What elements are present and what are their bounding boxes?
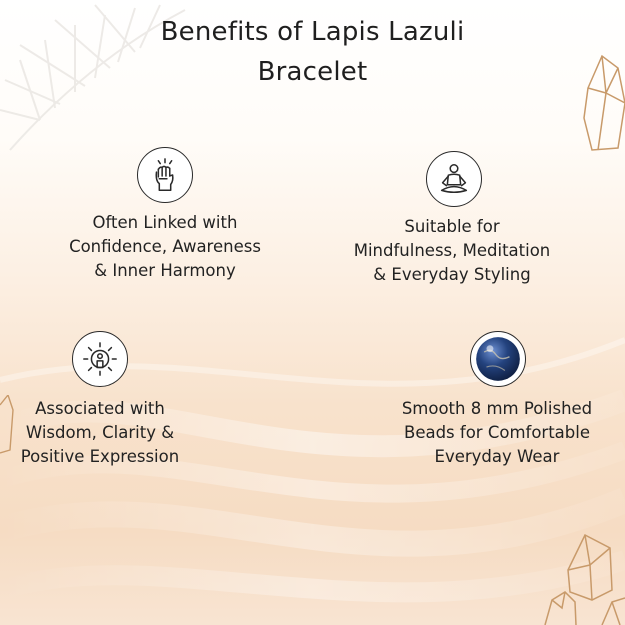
benefit-text-1: Often Linked with Confidence, Awareness …: [40, 211, 290, 283]
benefit-3-line-2: Wisdom, Clarity &: [25, 423, 175, 442]
benefit-icon-circle-3: [72, 331, 128, 387]
title-line-1: Benefits of Lapis Lazuli: [160, 17, 465, 47]
benefit-3-line-3: Positive Expression: [20, 447, 180, 466]
crystal-decoration-bottom-right: [544, 533, 625, 625]
benefit-2-line-3: & Everyday Styling: [373, 265, 531, 284]
crystal-decoration-top-right: [583, 54, 625, 151]
meditation-icon: [440, 163, 468, 194]
benefit-text-2: Suitable for Mindfulness, Meditation & E…: [327, 215, 577, 287]
benefit-icon-circle-2: [426, 151, 482, 207]
benefit-icon-circle-1: [137, 147, 193, 203]
radiant-person-icon: [83, 342, 117, 376]
benefit-4-line-3: Everyday Wear: [434, 447, 560, 466]
benefit-4-line-1: Smooth 8 mm Polished: [401, 399, 593, 418]
title-line-2: Bracelet: [257, 57, 368, 87]
benefit-2-line-1: Suitable for: [404, 217, 500, 236]
benefit-2-line-2: Mindfulness, Meditation: [353, 241, 551, 260]
raised-fist-icon: [155, 158, 174, 191]
benefit-text-3: Associated with Wisdom, Clarity & Positi…: [0, 397, 200, 469]
benefit-4-line-2: Beads for Comfortable: [404, 423, 590, 442]
silk-waves: [0, 337, 625, 603]
palm-leaf-decoration: [0, 4, 186, 151]
benefit-text-4: Smooth 8 mm Polished Beads for Comfortab…: [377, 397, 617, 469]
benefit-1-line-3: & Inner Harmony: [94, 261, 236, 280]
benefit-1-line-2: Confidence, Awareness: [69, 237, 261, 256]
crystal-decoration-left: [0, 395, 14, 454]
page-title: Benefits of Lapis Lazuli Bracelet: [0, 12, 625, 92]
benefit-1-line-1: Often Linked with: [92, 213, 238, 232]
lapis-bead-icon: [476, 337, 520, 381]
benefit-icon-circle-4: [470, 331, 526, 387]
benefit-3-line-1: Associated with: [35, 399, 165, 418]
